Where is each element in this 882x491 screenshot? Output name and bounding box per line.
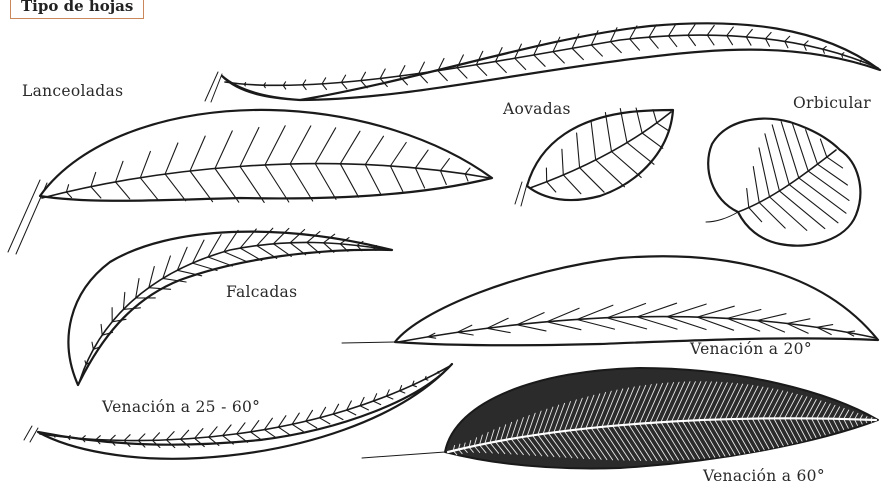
leaf-vein (264, 430, 275, 438)
leaf-orbicular (706, 119, 860, 246)
leaf-vein (96, 436, 100, 440)
leaf-vein (386, 396, 393, 399)
leaf-vein (195, 429, 203, 439)
leaf-vein (306, 421, 317, 428)
leaf-vein (412, 385, 416, 387)
leaf-vein (124, 435, 130, 441)
leaf-vein (361, 72, 366, 80)
leaf-vein (209, 427, 218, 437)
leaf-vein (347, 410, 356, 415)
leaf-vein (138, 434, 145, 441)
leaf-vein (251, 432, 262, 440)
leaf-vein (292, 424, 303, 431)
leaf-vein (400, 391, 405, 393)
leaf-vein (152, 433, 159, 441)
leaf-vein (320, 418, 330, 424)
leaf-vein (303, 85, 307, 90)
leaf-vein (373, 401, 380, 405)
leaf-aovada (515, 108, 673, 206)
leaf-vein (333, 414, 343, 420)
leaf-vein (380, 69, 385, 79)
leaf-vein (419, 62, 425, 73)
leaf-vein (166, 432, 174, 440)
leaf-venacion-25-60 (24, 364, 452, 459)
leaf-vein (860, 60, 861, 61)
leaf-vein (322, 84, 327, 90)
leaf-vein (341, 82, 346, 89)
leaf-vein (360, 406, 368, 410)
leaf-vein (399, 66, 405, 77)
leaf-vein (278, 427, 289, 435)
leaf-vein (181, 430, 189, 439)
leaf-venacion-20 (342, 256, 878, 345)
leaf-venacion-60 (362, 368, 878, 468)
leaf-top-long (205, 23, 880, 102)
leaf-falcada (68, 228, 392, 385)
leaf-vein (110, 435, 115, 440)
